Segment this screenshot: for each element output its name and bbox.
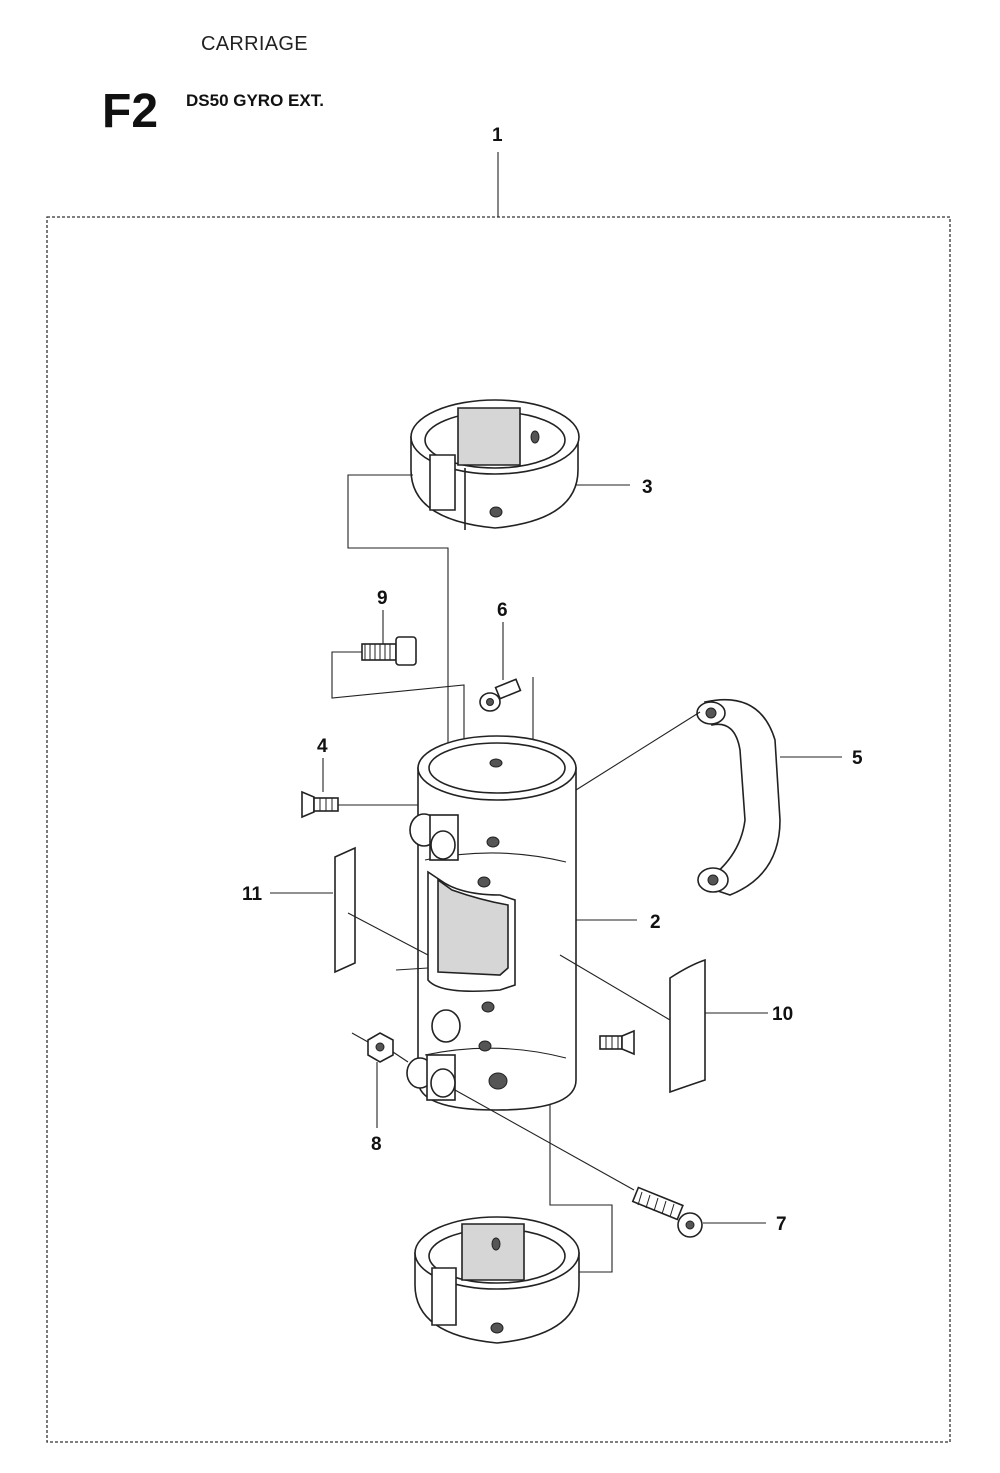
leader-7a [454, 1089, 635, 1191]
leader-8a [351, 1032, 369, 1043]
clamp-ring-lower [414, 1216, 580, 1344]
callout-8: 8 [371, 1134, 382, 1155]
callout-9: 9 [377, 588, 388, 609]
leader-11a [347, 912, 429, 956]
callout-2: 2 [650, 912, 661, 933]
figure-code: F2 [102, 85, 159, 138]
countersunk-screw [301, 790, 339, 819]
figure-name: DS50 GYRO EXT. [186, 91, 324, 110]
label-right [669, 958, 706, 1094]
section-title: CARRIAGE [201, 33, 308, 55]
clamp-ring-upper [410, 399, 580, 530]
callout-5: 5 [852, 748, 863, 769]
callout-1: 1 [492, 125, 503, 146]
leader-8b [392, 1051, 409, 1063]
callout-10: 10 [772, 1004, 793, 1025]
callout-7: 7 [776, 1214, 787, 1235]
leader-11b [395, 967, 429, 971]
label-left [334, 846, 356, 974]
callout-11: 11 [242, 884, 263, 905]
leader-3a [347, 474, 449, 815]
callout-3: 3 [642, 477, 653, 498]
leader-10a [559, 954, 671, 1021]
countersunk-screw-right [599, 1029, 635, 1056]
socket-cap-screw-short [479, 678, 522, 712]
handle [696, 698, 781, 896]
leader-5a [575, 711, 701, 791]
hex-nut [367, 1032, 394, 1063]
socket-cap-screw-long [631, 1186, 703, 1238]
gyro-tube-body [406, 735, 577, 1111]
callout-4: 4 [317, 736, 328, 757]
hex-bolt [361, 636, 417, 666]
leader-3b [549, 1105, 613, 1273]
callout-6: 6 [497, 600, 508, 621]
